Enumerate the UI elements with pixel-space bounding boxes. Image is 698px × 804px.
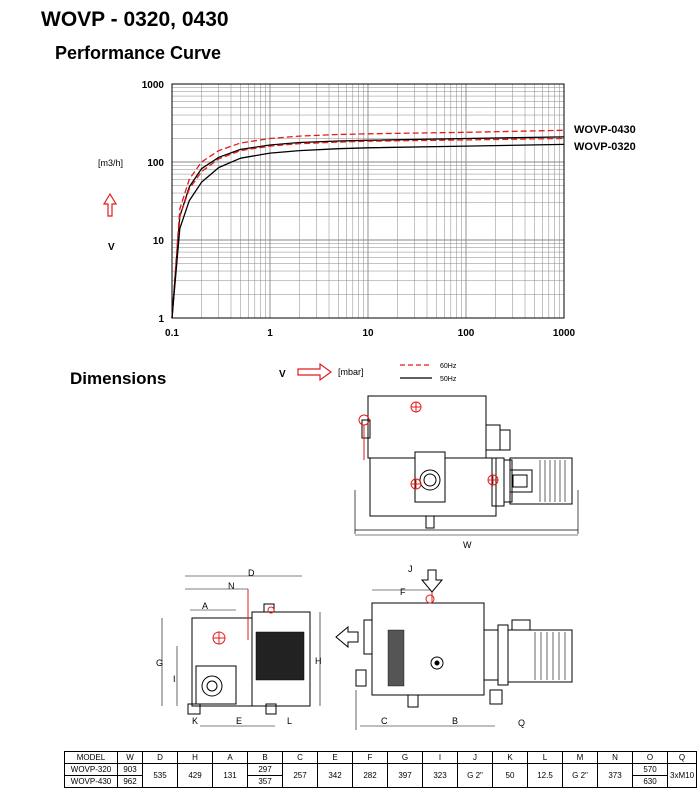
chart-curves (171, 129, 565, 319)
cell-m: G 2" (562, 763, 598, 788)
cell-h: 429 (177, 763, 213, 788)
series-line-wovp-0320-60hz (171, 137, 565, 319)
col-k: K (492, 751, 528, 764)
x-tick-label: 1 (267, 328, 273, 339)
cell-a: 131 (212, 763, 248, 788)
col-d: D (142, 751, 178, 764)
col-h: H (177, 751, 213, 764)
col-o: O (632, 751, 668, 764)
x-tick-label: 100 (458, 328, 475, 339)
y-tick-label: 100 (147, 158, 164, 169)
col-c: C (282, 751, 318, 764)
dim-label-c: C (381, 716, 388, 726)
y-unit-label: [m3/h] (98, 158, 123, 168)
cell-b: 297 (247, 763, 283, 776)
motor-fins (539, 460, 566, 502)
col-model: MODEL (64, 751, 118, 764)
cell-c: 257 (282, 763, 318, 788)
dim-label-h: H (315, 656, 322, 666)
side-view-drawing (355, 589, 573, 730)
series-label-wovp-0430: WOVP-0430 (574, 124, 636, 136)
table-row: WOVP-320 903 535 429 131 297 257 342 282… (64, 763, 698, 788)
front-view-drawing (161, 575, 321, 727)
y-tick-label: 10 (153, 236, 165, 247)
y-tick-label: 1 (158, 314, 164, 325)
dim-label-a: A (202, 601, 208, 611)
dim-label-w: W (463, 540, 472, 550)
x-axis-label: V (279, 369, 286, 380)
col-l: L (527, 751, 563, 764)
table-row: WOVP-430 962 357 630 (64, 775, 697, 788)
front-view-red-marks (212, 589, 275, 645)
cell-n: 373 (597, 763, 633, 788)
dim-label-g: G (156, 658, 163, 668)
table-header-row: MODEL W D H A B C E F G I J K L M N O Q (64, 751, 698, 764)
cell-d: 535 (142, 763, 178, 788)
cell-e: 342 (317, 763, 353, 788)
cell-w: 962 (117, 775, 143, 788)
x-tick-label: 1000 (553, 328, 576, 339)
cell-l: 12.5 (527, 763, 563, 788)
y-tick-label: 1000 (142, 80, 165, 91)
dim-label-b: B (452, 716, 458, 726)
col-n: N (597, 751, 633, 764)
cell-model: WOVP-430 (64, 775, 118, 788)
legend-60hz-label: 60Hz (440, 363, 457, 370)
col-i: I (422, 751, 458, 764)
dim-label-k: K (192, 716, 198, 726)
chart-grid (171, 84, 564, 319)
top-view-red-marks (358, 401, 499, 490)
plot-frame (171, 83, 565, 319)
col-m: M (562, 751, 598, 764)
right-arrow-icon (297, 362, 333, 382)
cell-o: 630 (632, 775, 668, 788)
cell-k: 50 (492, 763, 528, 788)
series-line-wovp-0430-60hz (171, 129, 565, 319)
col-w: W (117, 751, 143, 764)
cell-model: WOVP-320 (64, 763, 118, 776)
cell-o: 570 (632, 763, 668, 776)
dimension-drawings: W D N A G I H K E L (156, 395, 579, 730)
performance-curve-title: Performance Curve (55, 43, 222, 63)
outlet-arrow-icon (335, 625, 359, 649)
cell-f: 282 (352, 763, 388, 788)
dim-label-q: Q (518, 718, 525, 728)
dimensions-table: MODEL W D H A B C E F G I J K L M N O Q … (64, 751, 698, 788)
page-title: WOVP - 0320, 0430 (41, 8, 229, 31)
up-arrow-icon (102, 192, 118, 217)
dim-label-l: L (287, 716, 292, 726)
dim-label-e: E (236, 716, 242, 726)
cell-q: 3xM10 (666, 763, 698, 788)
chart-legend: 60Hz 50Hz (400, 363, 457, 383)
cell-j: G 2" (457, 763, 493, 788)
x-tick-label: 10 (362, 328, 374, 339)
top-view-drawing (354, 395, 579, 536)
col-j: J (457, 751, 493, 764)
dim-label-f: F (400, 587, 406, 597)
cell-g: 397 (387, 763, 423, 788)
x-unit-label: [mbar] (338, 367, 364, 377)
inlet-arrow-icon (420, 569, 444, 593)
dim-label-j: J (408, 564, 413, 574)
cell-b: 357 (247, 775, 283, 788)
dim-label-n: N (228, 581, 235, 591)
dim-label-d: D (248, 568, 255, 578)
legend-50hz-label: 50Hz (440, 376, 457, 383)
series-label-wovp-0320: WOVP-0320 (574, 141, 636, 153)
dim-label-i: I (173, 674, 176, 684)
dimensions-title: Dimensions (70, 369, 167, 388)
col-g: G (387, 751, 423, 764)
x-tick-label: 0.1 (165, 328, 179, 339)
series-line-wovp-0320-50hz (171, 143, 565, 319)
col-a: A (212, 751, 248, 764)
col-e: E (317, 751, 353, 764)
col-q: Q (666, 751, 698, 764)
col-b: B (247, 751, 283, 764)
cell-i: 323 (422, 763, 458, 788)
y-axis-label: V (108, 242, 115, 253)
cell-w: 903 (117, 763, 143, 776)
col-f: F (352, 751, 388, 764)
